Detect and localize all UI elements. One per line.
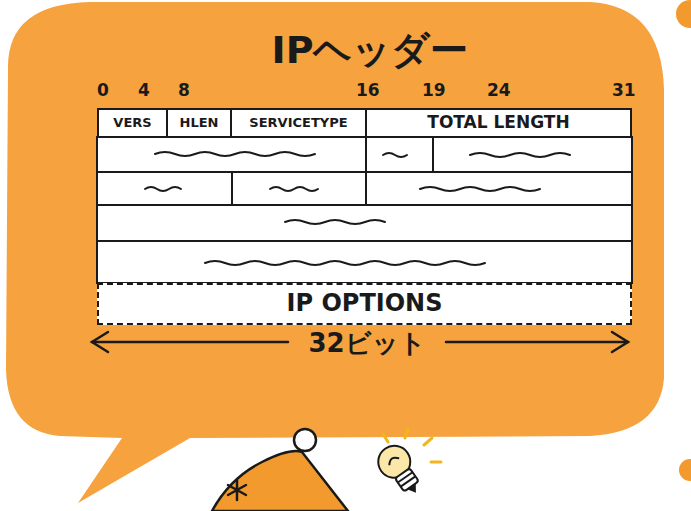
header-field: SERVICETYPE [230, 108, 367, 138]
bit-number: 4 [138, 80, 150, 100]
dimension-label: 32ビット [309, 326, 426, 361]
header-grid [97, 137, 632, 283]
lightbulb-illustration [372, 429, 441, 500]
field-name: SERVICETYPE [249, 116, 347, 130]
diagram-title: IPヘッダー [272, 25, 469, 76]
hat-illustration [212, 429, 348, 511]
bit-number: 8 [178, 80, 190, 100]
bit-number: 31 [612, 80, 636, 100]
field-name: VERS [113, 116, 151, 130]
edge-circle [679, 459, 691, 481]
header-field: HLEN [166, 108, 232, 138]
field-name: HLEN [180, 116, 219, 130]
field-name: TOTAL LENGTH [427, 114, 569, 132]
header-field: TOTAL LENGTH [365, 108, 632, 138]
bit-number: 19 [422, 80, 446, 100]
squiggle [145, 152, 570, 265]
edge-circle [676, 0, 691, 28]
bit-number: 24 [487, 80, 511, 100]
bit-number: 0 [97, 80, 109, 100]
options-field: IP OPTIONS [97, 283, 632, 325]
field-name: IP OPTIONS [287, 291, 443, 316]
speech-bubble [6, 2, 664, 503]
header-field: VERS [97, 108, 168, 138]
bit-number: 16 [356, 80, 380, 100]
